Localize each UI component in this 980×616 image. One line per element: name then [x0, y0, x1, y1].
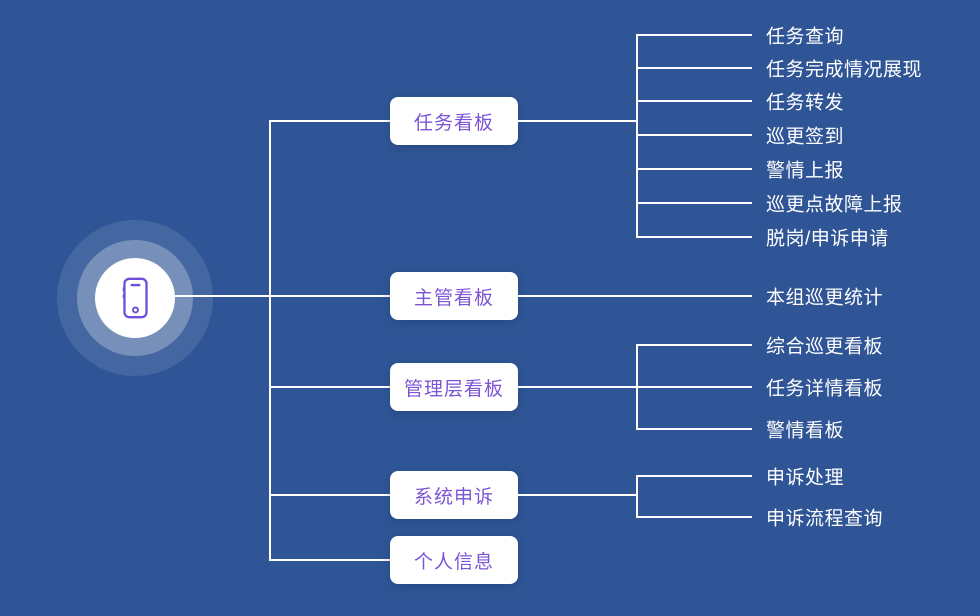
- root-connector-line: [172, 295, 270, 297]
- leaf-label: 综合巡更看板: [766, 336, 884, 358]
- leaf-label: 巡更点故障上报: [766, 194, 903, 216]
- leaf-line: [636, 386, 752, 388]
- box-to-spine-line: [518, 386, 637, 388]
- leaf-line: [518, 295, 752, 297]
- leaf-label: 巡更签到: [766, 126, 845, 148]
- branch-box-label: 个人信息: [413, 551, 494, 573]
- branch-box: 系统申诉: [390, 471, 518, 519]
- root-node: [95, 258, 175, 338]
- branch-box-label: 主管看板: [413, 287, 494, 309]
- leaf-label: 任务完成情况展现: [766, 59, 923, 81]
- spine-line: [636, 34, 638, 238]
- branch-box: 任务看板: [390, 97, 518, 145]
- branch-line: [270, 494, 390, 496]
- leaf-label: 任务查询: [766, 26, 845, 48]
- leaf-label: 任务详情看板: [766, 378, 884, 400]
- leaf-line: [636, 516, 752, 518]
- leaf-label: 警情上报: [766, 160, 845, 182]
- leaf-label: 申诉流程查询: [766, 508, 884, 530]
- branch-box: 个人信息: [390, 536, 518, 584]
- box-to-spine-line: [518, 120, 637, 122]
- branch-box-label: 系统申诉: [413, 486, 494, 508]
- leaf-line: [636, 168, 752, 170]
- branch-line: [270, 120, 390, 122]
- leaf-line: [636, 475, 752, 477]
- leaf-label: 脱岗/申诉申请: [766, 228, 889, 250]
- leaf-label: 任务转发: [766, 92, 845, 114]
- branch-line: [270, 295, 390, 297]
- leaf-line: [636, 67, 752, 69]
- leaf-line: [636, 134, 752, 136]
- leaf-line: [636, 100, 752, 102]
- leaf-label: 警情看板: [766, 420, 845, 442]
- trunk-line: [269, 120, 271, 561]
- branch-box-label: 管理层看板: [403, 378, 504, 400]
- leaf-label: 本组巡更统计: [766, 287, 884, 309]
- leaf-line: [636, 34, 752, 36]
- phone-icon: [122, 277, 148, 319]
- branch-box-label: 任务看板: [413, 112, 494, 134]
- branch-box: 管理层看板: [390, 363, 518, 411]
- spine-line: [636, 475, 638, 518]
- leaf-line: [636, 428, 752, 430]
- leaf-line: [636, 202, 752, 204]
- branch-line: [270, 559, 390, 561]
- leaf-line: [636, 344, 752, 346]
- leaf-label: 申诉处理: [766, 467, 845, 489]
- branch-line: [270, 386, 390, 388]
- leaf-line: [636, 236, 752, 238]
- box-to-spine-line: [518, 494, 637, 496]
- branch-box: 主管看板: [390, 272, 518, 320]
